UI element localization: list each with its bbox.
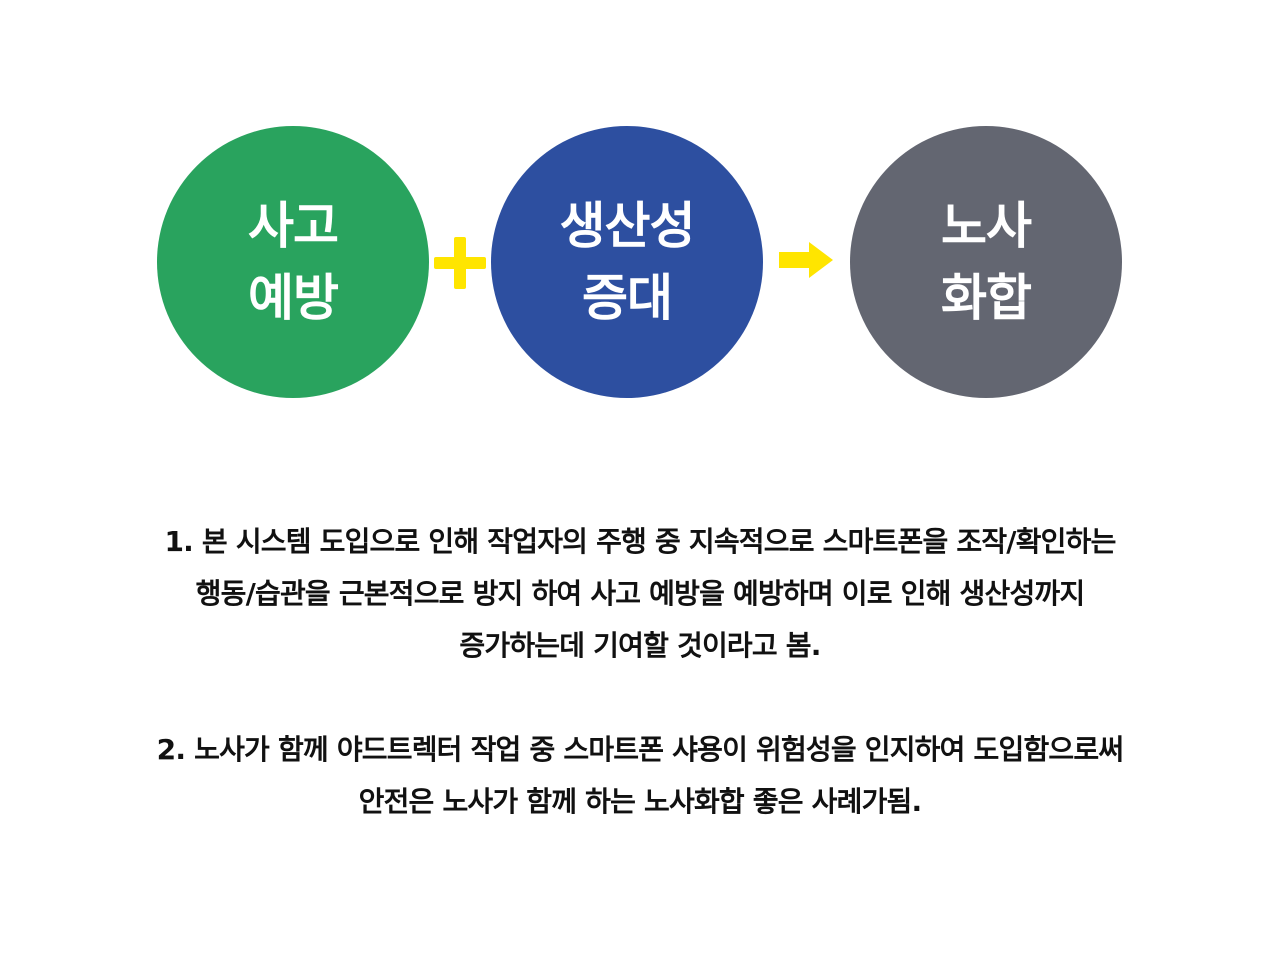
accident-prevention-circle: 사고 예방 (157, 126, 429, 398)
circle-label-line2: 증대 (582, 269, 673, 327)
circle-label-line1: 생산성 (559, 197, 696, 255)
note-item-1: 1. 본 시스템 도입으로 인해 작업자의 주행 중 지속적으로 스마트폰을 조… (20, 516, 1260, 672)
note-line: 2. 노사가 함께 야드트렉터 작업 중 스마트폰 샤용이 위험성을 인지하여 … (156, 733, 1124, 766)
note-line: 안전은 노사가 함께 하는 노사화합 좋은 사례가됨. (358, 785, 923, 818)
note-item-2: 2. 노사가 함께 야드트렉터 작업 중 스마트폰 샤용이 위험성을 인지하여 … (20, 724, 1260, 828)
notes: 1. 본 시스템 도입으로 인해 작업자의 주행 중 지속적으로 스마트폰을 조… (20, 516, 1260, 828)
labor-management-harmony-circle: 노사 화합 (850, 126, 1122, 398)
note-line: 증가하는데 기여할 것이라고 봄. (459, 629, 821, 662)
circle-label-line2: 화합 (941, 269, 1032, 327)
circle-label-line2: 예방 (248, 269, 339, 327)
note-line: 1. 본 시스템 도입으로 인해 작업자의 주행 중 지속적으로 스마트폰을 조… (164, 525, 1116, 558)
plus-icon (434, 237, 486, 289)
note-line: 행동/습관을 근본적으로 방지 하여 사고 예방을 예방하며 이로 인해 생산성… (195, 577, 1085, 610)
productivity-increase-circle: 생산성 증대 (491, 126, 763, 398)
arrow-right-icon (779, 242, 833, 278)
circle-label-line1: 노사 (941, 197, 1032, 255)
circle-label-line1: 사고 (248, 197, 339, 255)
